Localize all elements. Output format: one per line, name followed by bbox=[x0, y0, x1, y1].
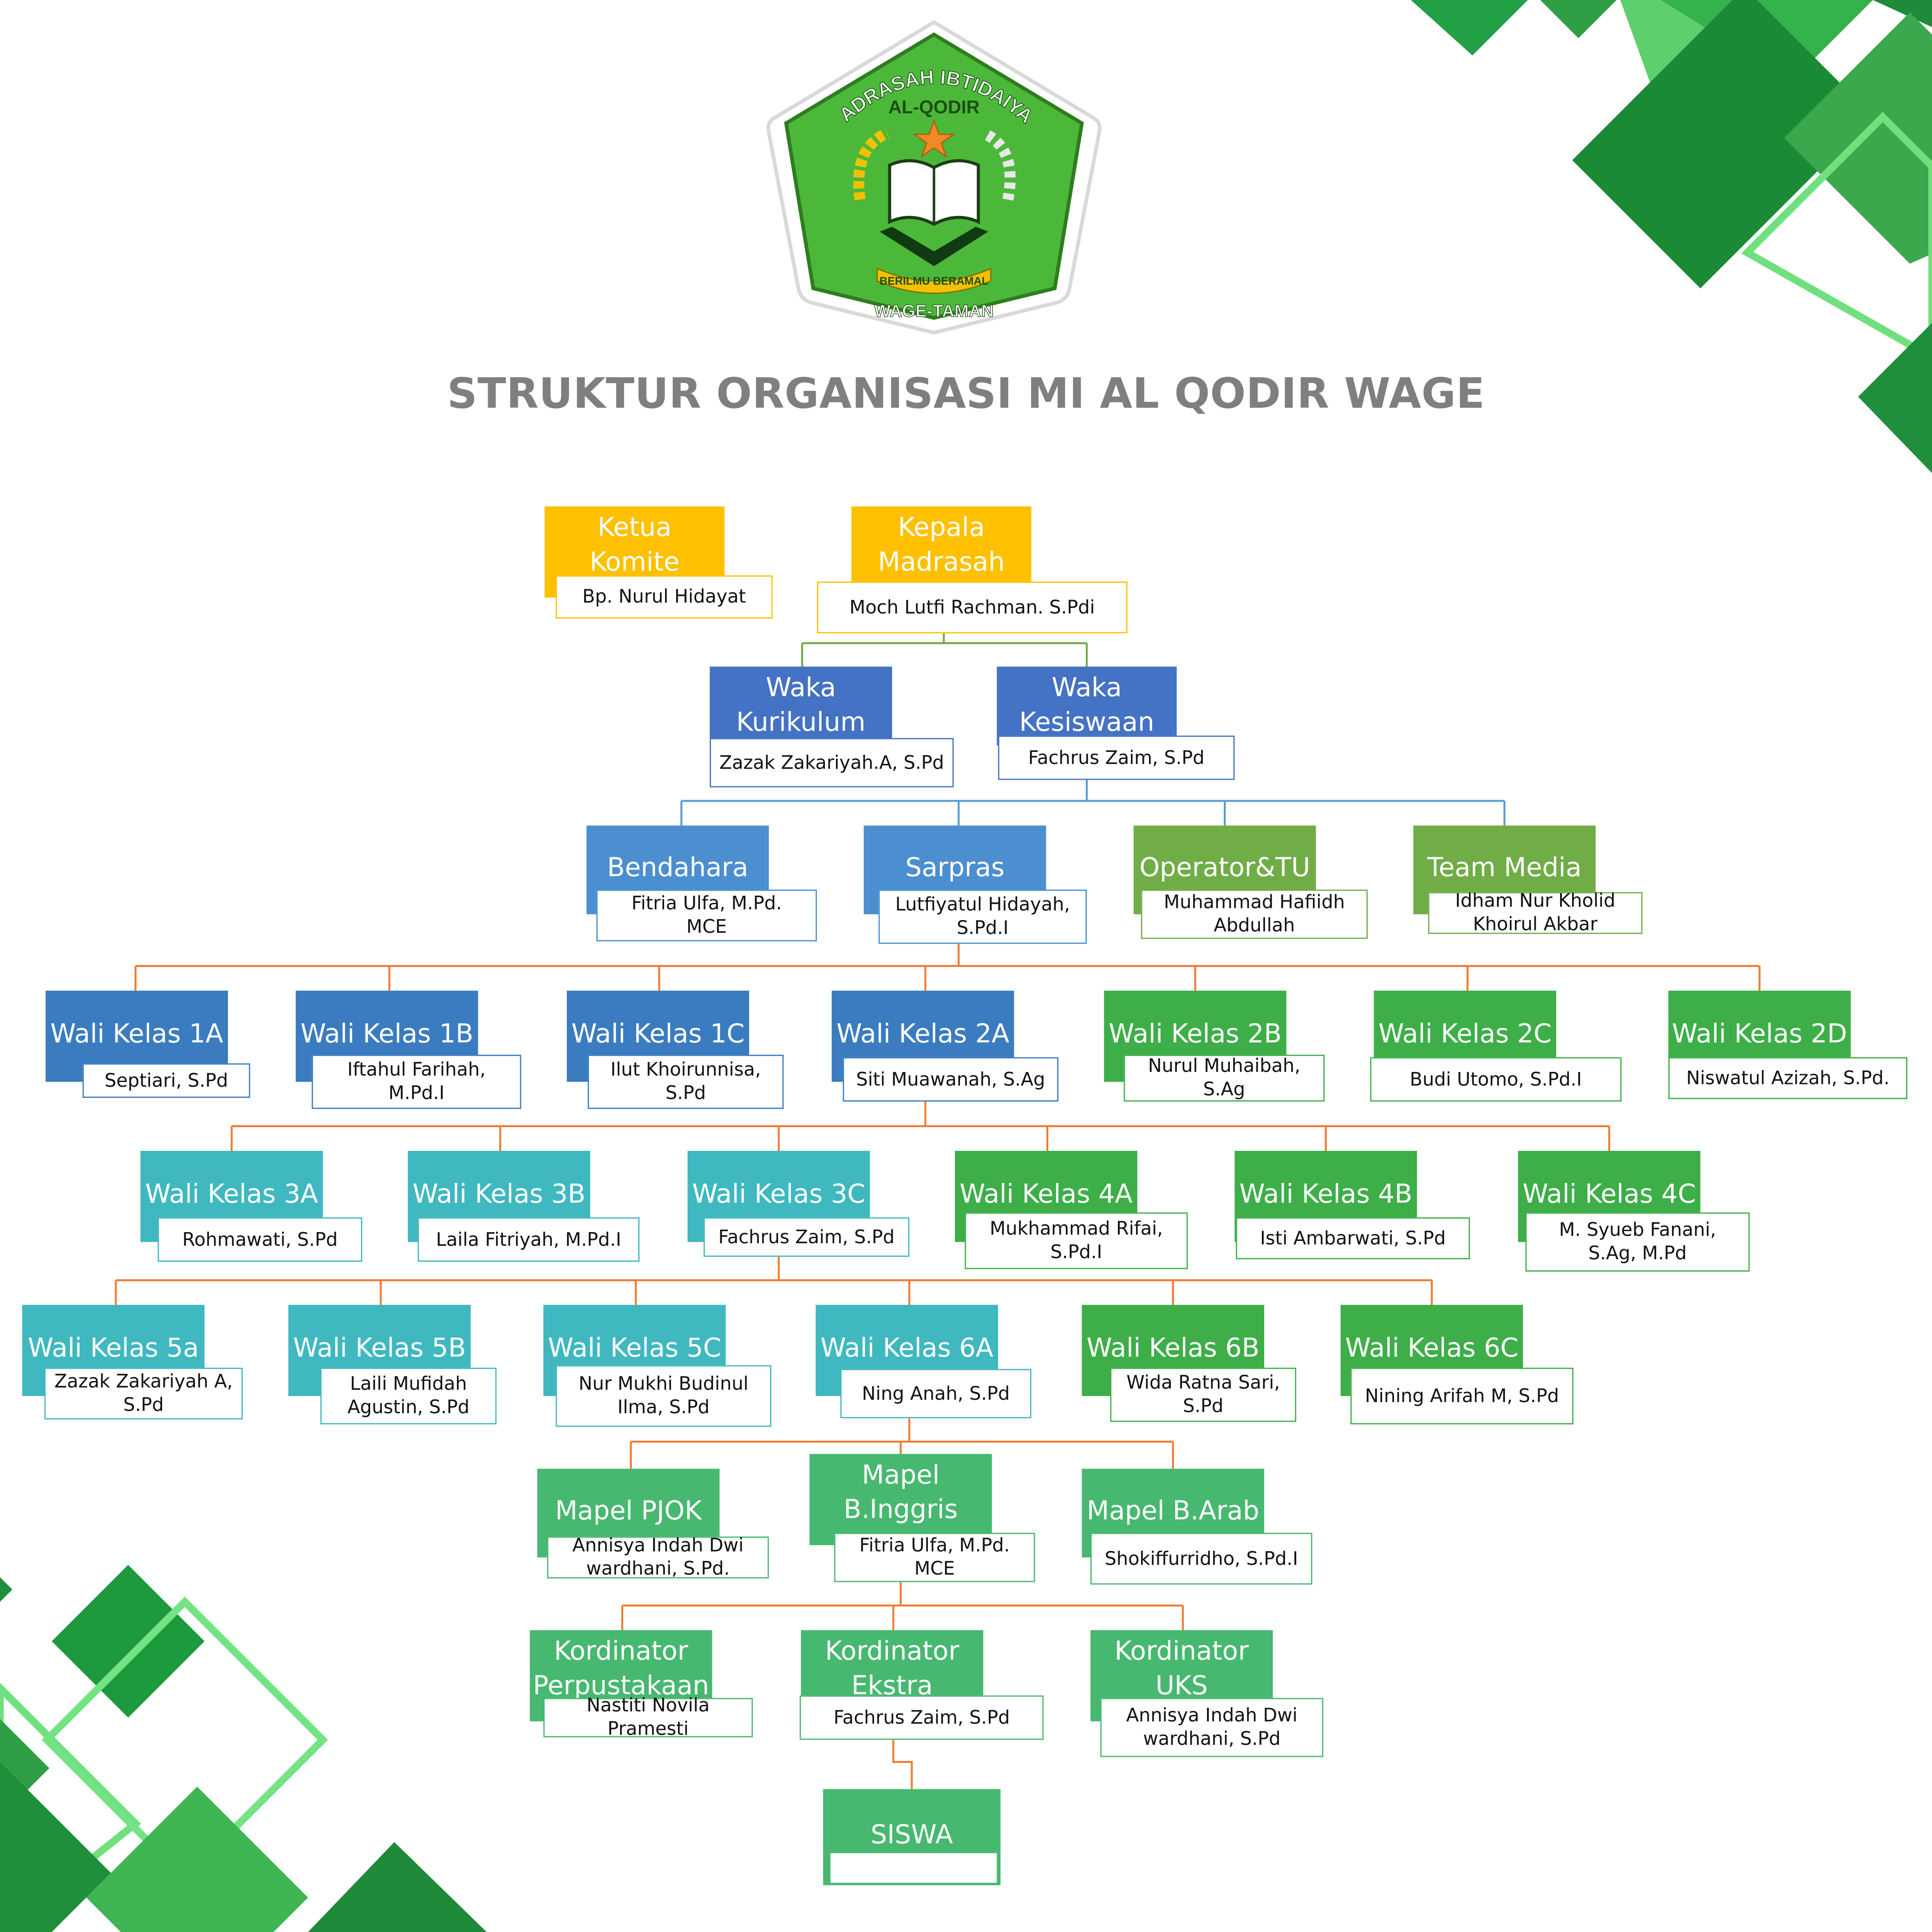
node-name: Niswatul Azizah, S.Pd. bbox=[1668, 1057, 1907, 1099]
deco-square bbox=[1410, 0, 1528, 56]
node-name: Nining Arifah M, S.Pd bbox=[1350, 1367, 1574, 1424]
node-name bbox=[829, 1852, 999, 1884]
node-name: Nastiti Novila Pramesti bbox=[543, 1694, 753, 1740]
node-role: Waka Kurikulum bbox=[710, 666, 892, 746]
book-stand-icon bbox=[880, 227, 988, 267]
node-name: Bp. Nurul Hidayat bbox=[555, 575, 773, 619]
node-role: Waka Kesiswaan bbox=[997, 666, 1177, 746]
node-name: Laila Fitriyah, M.Pd.I bbox=[418, 1217, 640, 1262]
node-name: Rohmawati, S.Pd bbox=[157, 1217, 363, 1262]
madrasah-logo: MADRASAH IBTIDAIYAH AL-QODIR BERILMU BER… bbox=[766, 15, 1102, 335]
node-name: Fachrus Zaim, S.Pd bbox=[703, 1217, 909, 1257]
node-name: Mukhammad Rifai, S.Pd.I bbox=[965, 1212, 1188, 1269]
node-name: M. Syueb Fanani, S.Ag, M.Pd bbox=[1525, 1212, 1750, 1272]
node-name: Septiari, S.Pd bbox=[82, 1063, 250, 1098]
logo-location: WAGE-TAMAN bbox=[875, 301, 994, 320]
deco-square bbox=[1873, 0, 1932, 27]
deco-square bbox=[0, 1762, 111, 1932]
node-name: Nur Mukhi Budinul Ilma, S.Pd bbox=[555, 1365, 771, 1427]
node-name: Iftahul Farihah, M.Pd.I bbox=[312, 1055, 522, 1109]
node-name: Siti Muawanah, S.Ag bbox=[842, 1057, 1059, 1102]
node-name: Zazak Zakariyah A, S.Pd bbox=[44, 1367, 243, 1420]
node-name: Shokiffurridho, S.Pd.I bbox=[1090, 1533, 1312, 1585]
deco-square bbox=[1858, 323, 1932, 473]
logo-motto: BERILMU BERAMAL bbox=[880, 275, 989, 287]
node-name: Lutfiyatul Hidayah, S.Pd.I bbox=[878, 889, 1087, 944]
node-role: Mapel B.Inggris bbox=[809, 1454, 992, 1545]
deco-square bbox=[86, 1786, 308, 1932]
page-title: STRUKTUR ORGANISASI MI AL QODIR WAGE bbox=[447, 369, 1485, 419]
node-name: Nurul Muhaibah, S.Ag bbox=[1123, 1055, 1325, 1102]
node-name: Wida Ratna Sari, S.Pd bbox=[1110, 1367, 1297, 1422]
logo-name: AL-QODIR bbox=[888, 97, 980, 117]
node-name: Fitria Ulfa, M.Pd. MCE bbox=[834, 1533, 1035, 1582]
node-name: Ning Anah, S.Pd bbox=[840, 1369, 1031, 1418]
node-name: Annisya Indah Dwi wardhani, S.Pd. bbox=[547, 1534, 769, 1580]
node-name: Laili Mufidah Agustin, S.Pd bbox=[320, 1367, 497, 1424]
deco-square-outline bbox=[1741, 111, 1932, 362]
node-name: Zazak Zakariyah.A, S.Pd bbox=[710, 738, 954, 788]
deco-square bbox=[1572, 0, 1873, 288]
deco-square bbox=[0, 1577, 13, 1602]
node-name: Fitria Ulfa, M.Pd. MCE bbox=[596, 889, 817, 941]
deco-square bbox=[1540, 0, 1617, 39]
node-name: Budi Utomo, S.Pd.I bbox=[1370, 1057, 1622, 1102]
deco-square bbox=[308, 1842, 487, 1932]
node-name: Fachrus Zaim, S.Pd bbox=[998, 735, 1235, 780]
cotton-branch-icon bbox=[981, 128, 1016, 201]
node-name: Annisya Indah Dwi wardhani, S.Pd bbox=[1100, 1697, 1324, 1757]
node-name: Isti Ambarwati, S.Pd bbox=[1236, 1217, 1470, 1260]
connector-line bbox=[892, 1740, 913, 1789]
node-name: Muhammad Hafiidh Abdullah bbox=[1141, 889, 1368, 939]
node-name: Moch Lutfi Rachman. S.Pdi bbox=[817, 581, 1128, 633]
node-name: Ilut Khoirunnisa, S.Pd bbox=[587, 1055, 784, 1109]
node-name: Idham Nur Kholid Khoirul Akbar bbox=[1428, 890, 1643, 935]
star-icon bbox=[912, 119, 956, 158]
node-name: Fachrus Zaim, S.Pd bbox=[799, 1695, 1044, 1740]
rice-stalk-icon bbox=[853, 128, 890, 201]
